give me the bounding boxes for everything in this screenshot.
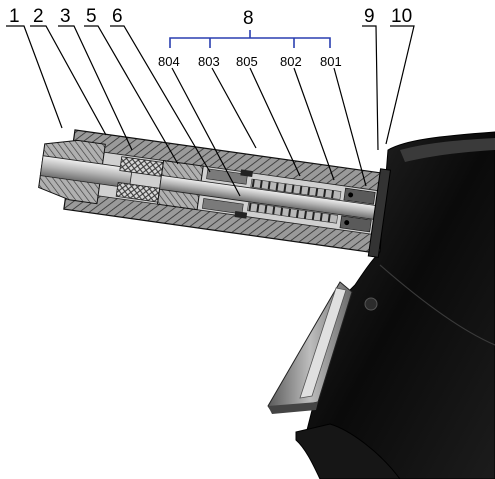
- group-8-bracket: [169, 30, 331, 48]
- nose-tube: [39, 155, 133, 189]
- lever-handle: [267, 281, 353, 414]
- callout-804: 804: [158, 54, 180, 69]
- leader-lines: [6, 25, 415, 197]
- callout-labels: 1 2 3 5 6 8 9 10 804 803 805 802 801: [9, 6, 412, 69]
- leader-6: [110, 25, 211, 173]
- callout-803: 803: [198, 54, 220, 69]
- piston-dot-top: [348, 192, 354, 198]
- leader-1: [6, 25, 63, 129]
- callout-5: 5: [86, 6, 97, 27]
- callout-801: 801: [320, 54, 342, 69]
- housing-screw: [364, 297, 378, 311]
- housing-edge-line: [379, 264, 495, 346]
- leader-2: [30, 25, 107, 136]
- leader-803: [211, 67, 257, 149]
- piston-bottom: [339, 215, 372, 233]
- callout-6: 6: [112, 6, 123, 27]
- callout-8: 8: [243, 8, 254, 29]
- leader-10: [385, 25, 415, 145]
- callout-10: 10: [391, 6, 412, 27]
- lever-inner: [299, 287, 347, 399]
- end-ring: [367, 168, 392, 258]
- callout-9: 9: [364, 6, 375, 27]
- callout-1: 1: [9, 6, 20, 27]
- callout-805: 805: [236, 54, 258, 69]
- callout-3: 3: [60, 6, 71, 27]
- leader-804: [171, 67, 241, 197]
- leader-5: [84, 25, 179, 165]
- callout-2: 2: [33, 6, 44, 27]
- nose-assembly: [38, 129, 392, 258]
- leader-3: [58, 25, 133, 151]
- housing-highlight: [400, 138, 495, 162]
- piston-dot-bottom: [344, 220, 350, 226]
- callout-802: 802: [280, 54, 302, 69]
- leader-802: [293, 67, 335, 181]
- inner-sleeve-b: [201, 198, 244, 215]
- leader-9: [362, 25, 379, 151]
- lever-tip: [268, 402, 318, 414]
- spring-coils: [247, 178, 342, 224]
- sleeve-seal-b: [234, 211, 248, 219]
- tool-body: [295, 131, 495, 479]
- leader-805: [249, 67, 301, 177]
- leader-801: [333, 67, 367, 187]
- sleeve-seal-a: [240, 169, 253, 178]
- piston-top: [343, 187, 376, 205]
